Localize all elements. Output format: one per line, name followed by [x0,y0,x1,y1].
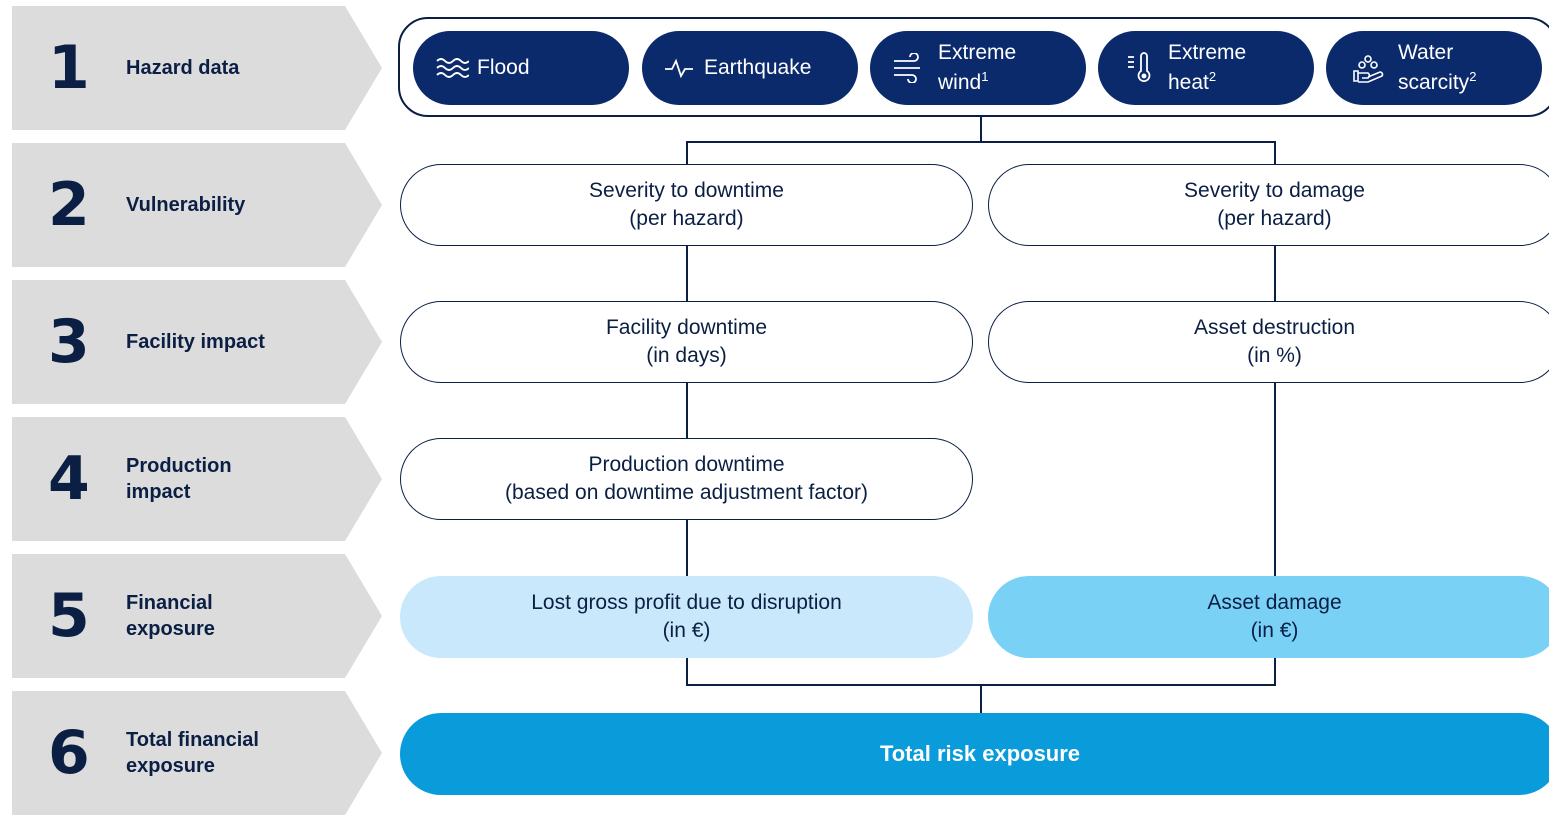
hazard-extreme-wind: Extreme wind1 [870,31,1086,105]
lost-gross-profit-line2: (in €) [662,619,711,642]
step-6-number: 6 [48,718,90,788]
step-5-chevron: 5 Financial exposure [12,554,382,678]
connector-left-2-3 [686,246,688,301]
hazard-frame [398,17,1549,117]
total-risk-exposure-label: Total risk exposure [879,741,1081,766]
severity-to-downtime-line1: Severity to downtime [589,179,784,202]
hazard-water-scarcity-line1: Water [1398,41,1454,64]
step-2-label: Vulnerability [126,194,246,216]
asset-damage-line1: Asset damage [1207,591,1342,614]
step-3-number: 3 [48,307,90,377]
step-6-label: Total financial exposure [126,729,259,777]
step-1-chevron: 1 Hazard data [12,6,382,130]
facility-downtime-box: Facility downtime (in days) [400,301,973,383]
lost-gross-profit-line1: Lost gross profit due to disruption [531,591,842,614]
step-3-label: Facility impact [126,331,265,353]
step-4-chevron: 4 Production impact [12,417,382,541]
step-5-label: Financial exposure [126,592,215,640]
production-downtime-line1: Production downtime [588,453,785,476]
hazard-extreme-heat: Extreme heat2 [1098,31,1314,105]
connector-hazard-down [980,117,982,142]
wind-icon [894,53,920,83]
hazard-water-scarcity: Water scarcity2 [1326,31,1542,105]
severity-to-damage-line1: Severity to damage [1184,179,1365,202]
connector-split-horizontal [686,141,1276,143]
severity-to-damage-line2: (per hazard) [1217,207,1332,230]
severity-to-downtime-line2: (per hazard) [629,207,744,230]
connector-left-4-5 [686,520,688,576]
footnote-marker: 2 [1208,69,1217,84]
step-1-label: Hazard data [126,57,240,79]
connector-right-5-merge [1274,658,1276,686]
connector-right-3-5 [1274,383,1276,576]
step-6-chevron: 6 Total financial exposure [12,691,382,815]
seismic-wave-icon [665,58,693,79]
hazard-flood: Flood [413,31,629,105]
asset-damage-box: Asset damage (in €) [988,576,1549,658]
hazard-earthquake-label: Earthquake [704,56,812,79]
asset-destruction-line2: (in %) [1247,344,1302,367]
footnote-marker: 2 [1469,69,1477,84]
severity-to-downtime-box: Severity to downtime (per hazard) [400,164,973,246]
hazard-flood-label: Flood [477,56,530,79]
thermometer-icon [1128,52,1151,82]
hazard-extreme-wind-line1: Extreme [938,41,1017,64]
facility-downtime-line2: (in days) [646,344,727,367]
total-risk-exposure-box: Total risk exposure [400,713,1549,795]
asset-damage-line2: (in €) [1250,619,1299,642]
hazard-earthquake: Earthquake [642,31,858,105]
hazard-water-scarcity-line2: scarcity [1398,71,1470,94]
severity-to-damage-box: Severity to damage (per hazard) [988,164,1549,246]
asset-destruction-box: Asset destruction (in %) [988,301,1549,383]
production-downtime-line2: (based on downtime adjustment factor) [504,481,869,504]
hazard-extreme-wind-line2: wind [938,71,982,94]
step-5-number: 5 [48,581,90,651]
facility-downtime-line1: Facility downtime [605,316,768,339]
step-1-number: 1 [48,33,90,103]
step-4-label: Production impact [126,455,232,503]
lost-gross-profit-box: Lost gross profit due to disruption (in … [400,576,973,658]
connector-right-2-3 [1274,246,1276,301]
asset-destruction-line1: Asset destruction [1193,316,1356,339]
connector-split-left [686,141,688,164]
connector-left-3-4 [686,383,688,438]
connector-left-5-merge [686,658,688,686]
hazard-extreme-heat-line2: heat [1168,71,1209,94]
connector-split-right [1274,141,1276,164]
step-4-number: 4 [48,444,90,514]
production-downtime-box: Production downtime (based on downtime a… [400,438,973,520]
step-2-number: 2 [48,170,90,240]
step-2-chevron: 2 Vulnerability [12,143,382,267]
footnote-marker: 1 [981,69,989,84]
hand-water-drops-icon [1353,55,1384,83]
waves-icon [436,58,469,78]
hazard-extreme-heat-line1: Extreme [1168,41,1247,64]
step-3-chevron: 3 Facility impact [12,280,382,404]
connector-merge-down [980,684,982,713]
